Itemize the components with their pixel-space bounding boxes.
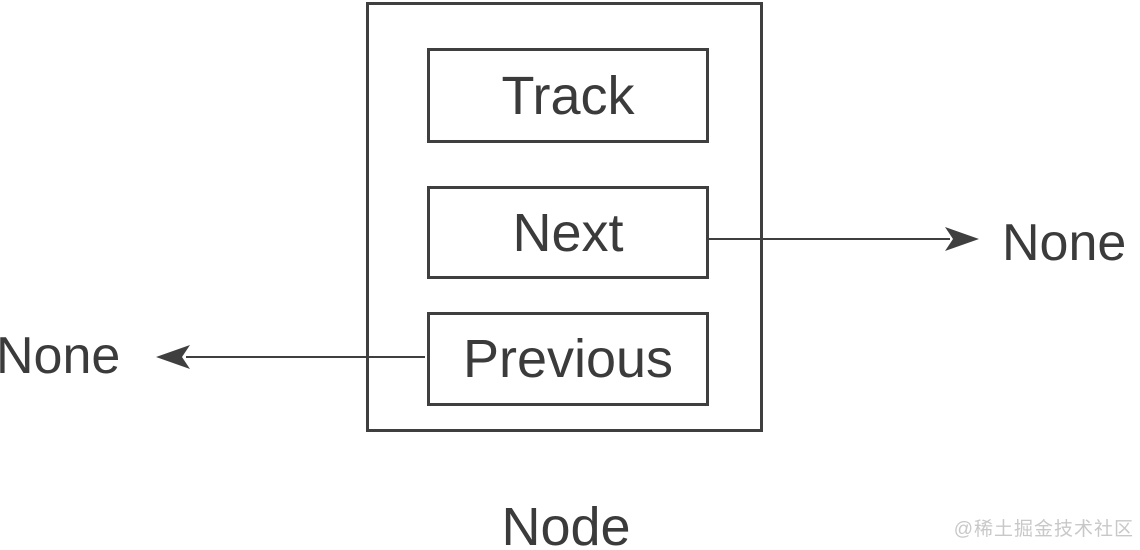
node-field-track-label: Track xyxy=(501,65,635,126)
node-field-next: Next xyxy=(427,186,709,279)
previous-pointer-target-label: None xyxy=(0,327,121,385)
node-field-previous: Previous xyxy=(427,312,709,406)
node-box: Track Next Previous xyxy=(366,2,763,432)
node-field-track: Track xyxy=(427,48,709,143)
watermark: @稀土掘金技术社区 xyxy=(953,519,1134,541)
next-pointer-target-label: None xyxy=(1002,214,1127,272)
node-field-previous-label: Previous xyxy=(462,329,674,389)
node-field-next-label: Next xyxy=(512,202,624,263)
node-caption: Node xyxy=(501,497,631,550)
